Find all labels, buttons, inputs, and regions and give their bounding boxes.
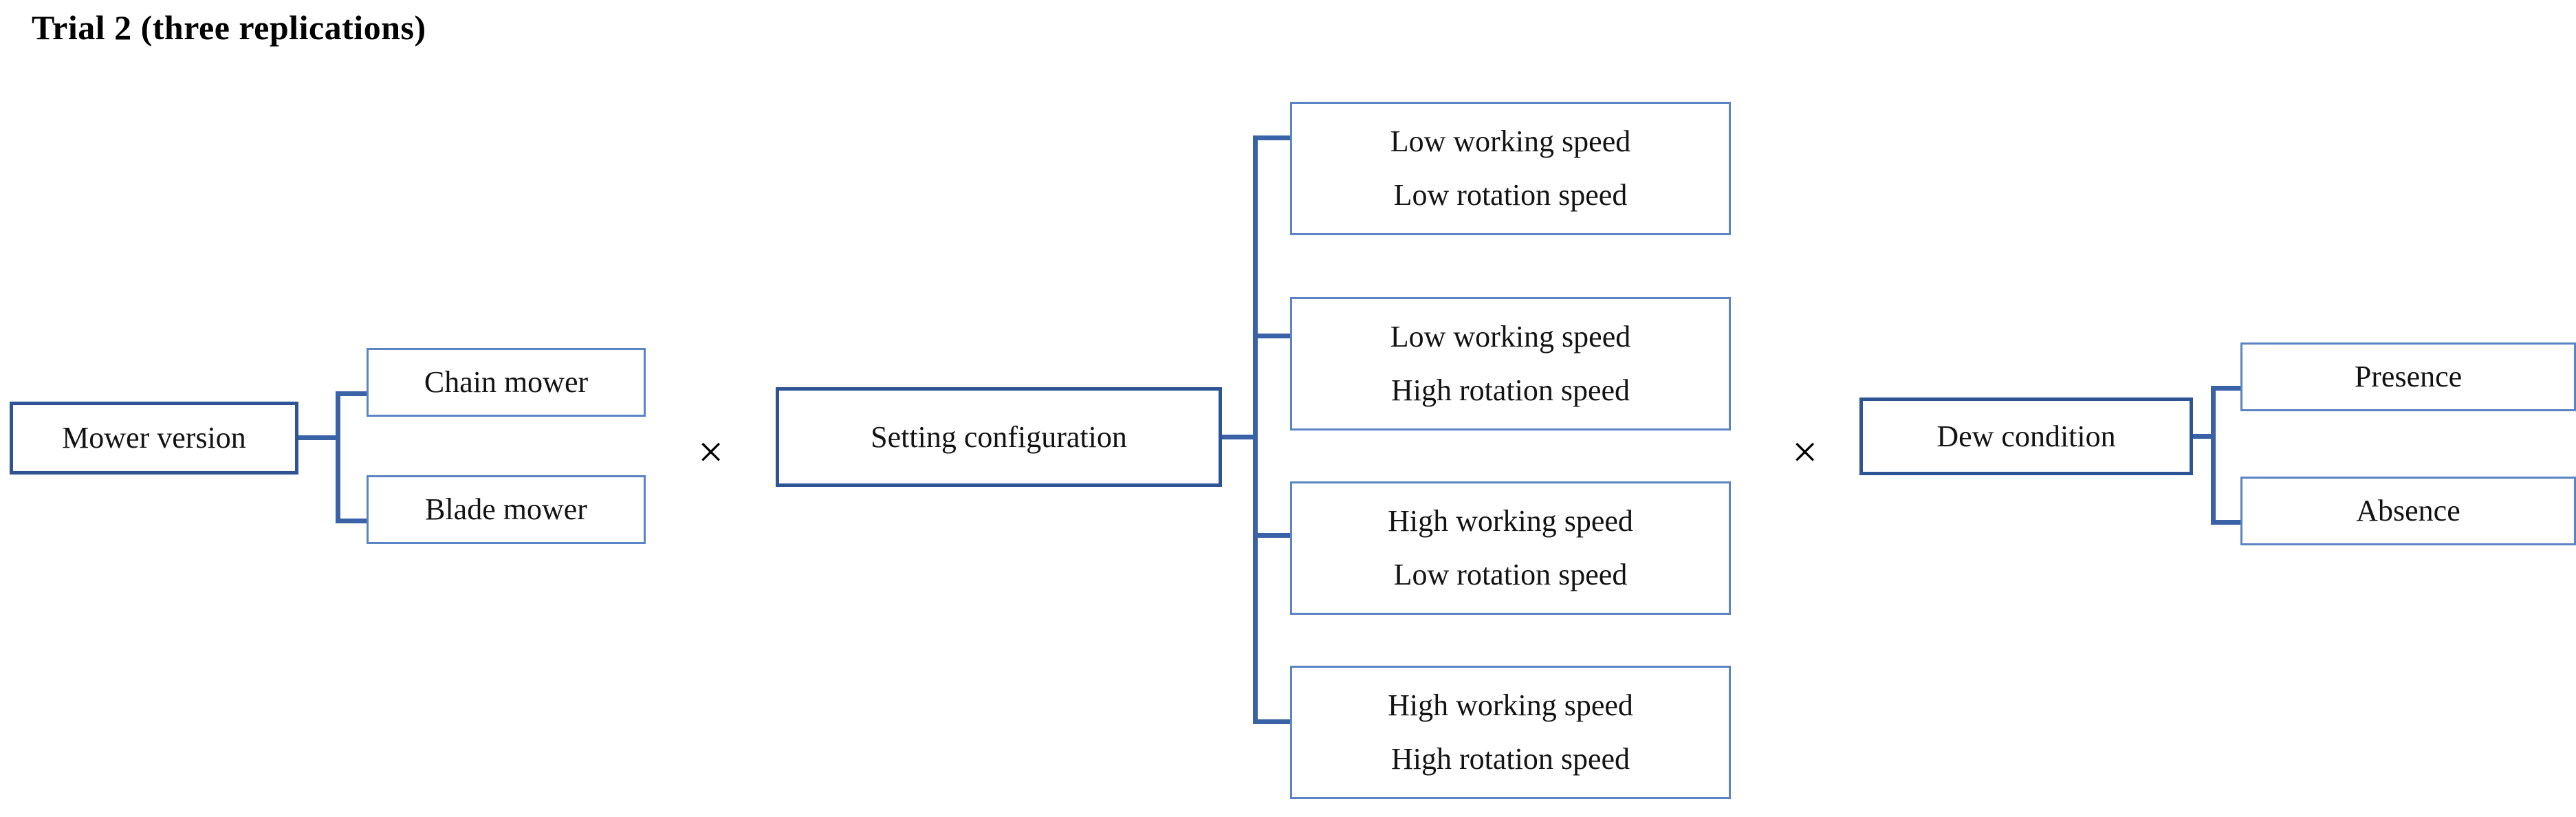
level-box-absence[interactable]: Absence	[2240, 477, 2576, 545]
level-label-high-working-low-rotation-line-2: Low rotation speed	[1393, 558, 1628, 591]
level-label-high-working-high-rotation-line-2: High rotation speed	[1390, 742, 1630, 776]
level-label-low-working-low-rotation-line-1: Low working speed	[1390, 124, 1631, 159]
level-box-presence[interactable]: Presence	[2240, 342, 2576, 411]
level-label-blade-mower: Blade mower	[425, 492, 587, 527]
level-label-high-working-high-rotation-line-1: High working speed	[1388, 688, 1633, 723]
level-box-low-working-low-rotation[interactable]: Low working speed Low rotation speed	[1290, 102, 1731, 235]
level-box-chain-mower[interactable]: Chain mower	[367, 348, 646, 417]
level-label-low-working-high-rotation-line-2: High rotation speed	[1390, 373, 1630, 407]
level-label-high-working-low-rotation-line-1: High working speed	[1388, 504, 1633, 538]
level-label-presence: Presence	[2354, 360, 2463, 394]
connector-setting-branch-3	[1253, 533, 1293, 538]
factor-box-dew-condition[interactable]: Dew condition	[1859, 397, 2193, 475]
connector-dew-trunk	[2211, 386, 2216, 525]
factor-label-setting-configuration: Setting configuration	[871, 420, 1127, 454]
page-title: Trial 2 (three replications)	[32, 8, 426, 47]
times-operator-1: ×	[698, 427, 724, 477]
level-box-low-working-high-rotation[interactable]: Low working speed High rotation speed	[1290, 297, 1731, 431]
connector-setting-branch-1	[1253, 135, 1293, 140]
connector-setting-trunk	[1253, 135, 1258, 724]
level-box-high-working-low-rotation[interactable]: High working speed Low rotation speed	[1290, 481, 1731, 615]
connector-dew-stem	[2193, 434, 2216, 439]
level-label-low-working-low-rotation-line-2: Low rotation speed	[1393, 178, 1628, 212]
connector-mower-branch-chain	[336, 391, 369, 396]
connector-mower-trunk	[336, 391, 340, 523]
connector-setting-stem	[1222, 435, 1258, 439]
connector-mower-stem	[298, 435, 340, 440]
connector-dew-branch-absence	[2211, 520, 2244, 525]
times-operator-2: ×	[1792, 427, 1818, 477]
connector-setting-branch-2	[1253, 334, 1293, 338]
factor-label-mower-version: Mower version	[62, 421, 246, 455]
level-box-high-working-high-rotation[interactable]: High working speed High rotation speed	[1290, 666, 1731, 799]
factor-label-dew-condition: Dew condition	[1936, 419, 2116, 453]
level-label-absence: Absence	[2356, 494, 2460, 528]
factor-box-mower-version[interactable]: Mower version	[10, 402, 298, 475]
connector-mower-branch-blade	[336, 519, 369, 523]
level-label-chain-mower: Chain mower	[424, 365, 589, 400]
connector-setting-branch-4	[1253, 719, 1293, 724]
factor-box-setting-configuration[interactable]: Setting configuration	[776, 387, 1222, 487]
connector-dew-branch-presence	[2211, 386, 2244, 391]
level-label-low-working-high-rotation-line-1: Low working speed	[1390, 320, 1631, 354]
level-box-blade-mower[interactable]: Blade mower	[367, 475, 646, 544]
